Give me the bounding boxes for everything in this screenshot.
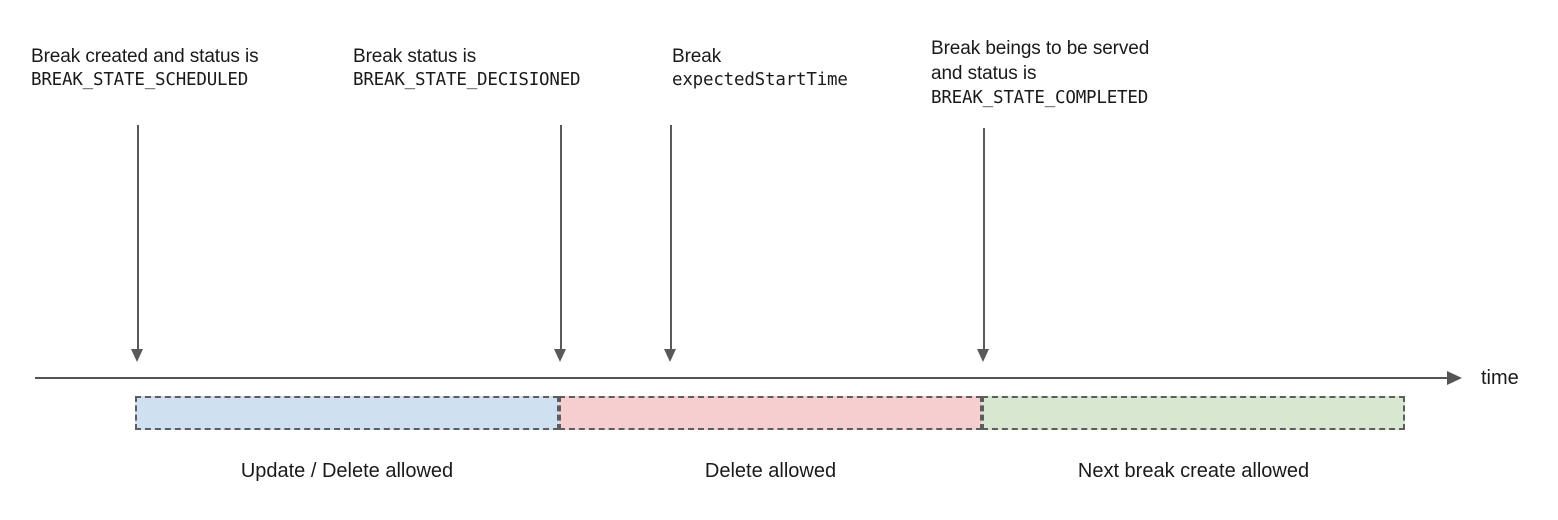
annotation-expected-start-time: Break expectedStartTime — [672, 44, 848, 93]
annotation-line: and status is — [931, 63, 1037, 85]
annotation-line: BREAK_STATE_DECISIONED — [353, 70, 581, 91]
time-axis-label: time — [1481, 367, 1519, 389]
arrow-shaft — [137, 125, 139, 349]
annotation-line: expectedStartTime — [672, 70, 848, 91]
arrow-down-icon — [554, 349, 566, 362]
pointer-arrow-expected-start-time — [663, 125, 678, 362]
arrow-down-icon — [664, 349, 676, 362]
annotation-scheduled: Break created and status is BREAK_STATE_… — [31, 44, 259, 93]
annotation-line: BREAK_STATE_COMPLETED — [931, 87, 1149, 108]
pointer-arrow-completed — [976, 128, 991, 362]
phase-caption-next-break: Next break create allowed — [1077, 460, 1310, 482]
pointer-arrow-decisioned — [553, 125, 568, 362]
annotation-line: Break created and status is — [31, 46, 259, 67]
phase-bar-update-delete — [135, 396, 559, 430]
phase-caption-update-delete: Update / Delete allowed — [240, 460, 454, 482]
time-axis-line — [35, 377, 1447, 379]
arrow-down-icon — [131, 349, 143, 362]
arrow-down-icon — [977, 349, 989, 362]
phase-caption-delete-only: Delete allowed — [704, 460, 837, 482]
annotation-decisioned: Break status is BREAK_STATE_DECISIONED — [353, 44, 581, 93]
arrow-right-icon — [1447, 370, 1462, 385]
pointer-arrow-scheduled — [130, 125, 145, 362]
annotation-line: Break status is — [353, 46, 477, 67]
phase-bar-delete-only — [559, 396, 982, 430]
phase-bar-next-break — [982, 396, 1405, 430]
annotation-line: BREAK_STATE_SCHEDULED — [31, 70, 249, 91]
arrow-shaft — [670, 125, 672, 349]
annotation-line: Break beings to be served — [931, 38, 1150, 59]
annotation-completed: Break beings to be served and status is … — [931, 36, 1149, 110]
arrow-shaft — [560, 125, 562, 349]
annotation-line: Break — [672, 46, 722, 67]
arrow-shaft — [983, 128, 985, 349]
